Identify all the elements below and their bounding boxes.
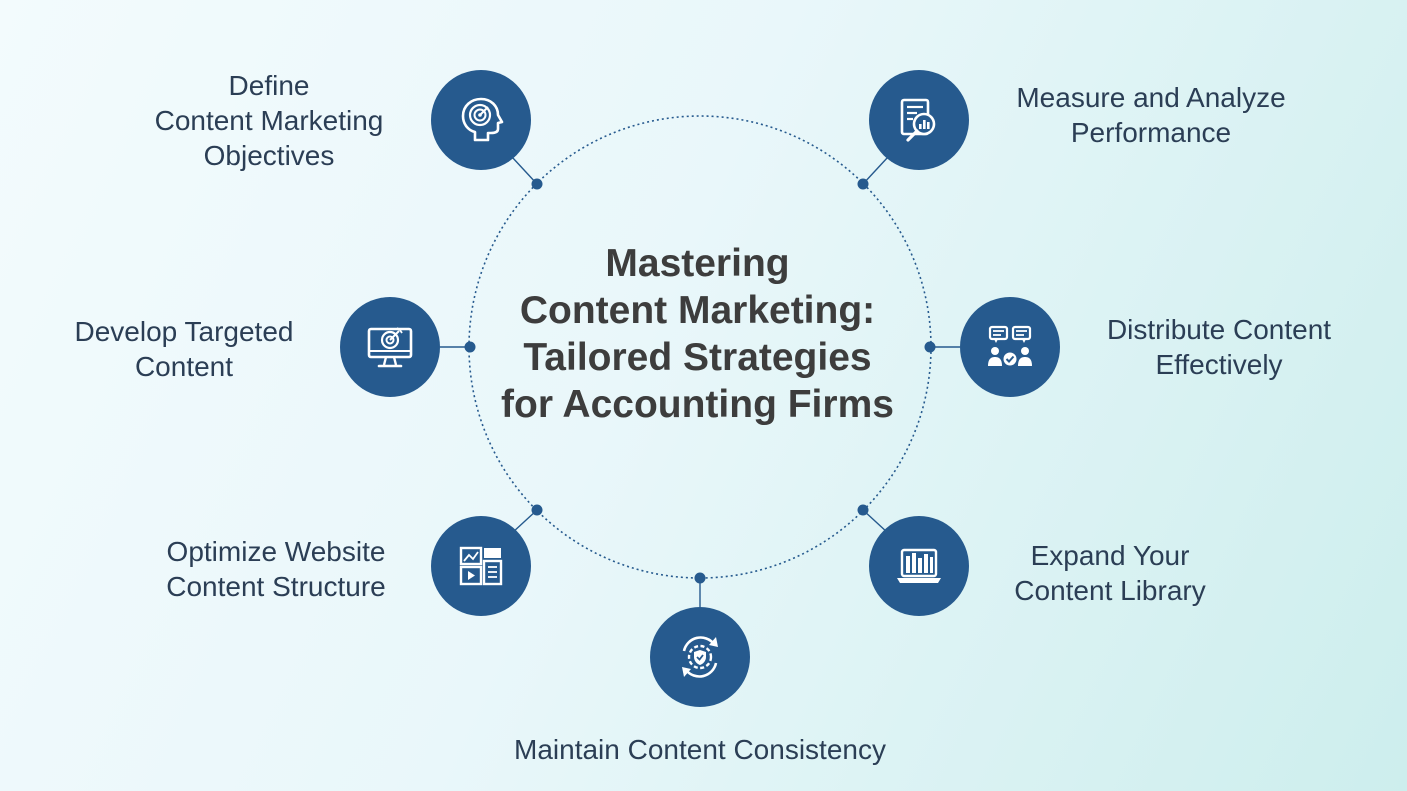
head-target-icon (461, 97, 504, 142)
title-line: for Accounting Firms (501, 383, 894, 426)
node-expand (869, 516, 969, 616)
gear-shield-cycle-icon (682, 636, 718, 678)
label-optimize: Optimize Website Content Structure (166, 536, 386, 602)
ring-dot-maintain (694, 572, 706, 584)
monitor-target-icon (367, 327, 413, 368)
title-line: Tailored Strategies (523, 336, 872, 379)
node-optimize (431, 516, 531, 616)
label-develop: Develop Targeted Content (74, 316, 294, 382)
label-expand: Expand Your Content Library (1014, 540, 1206, 606)
ring-dot-optimize (531, 504, 543, 516)
connector-measure (862, 156, 889, 185)
node-develop (340, 297, 440, 397)
node-maintain (650, 607, 750, 707)
connector-optimize (511, 509, 538, 534)
people-chat-icon (988, 325, 1032, 366)
website-layout-icon (459, 546, 503, 586)
label-define: Define Content Marketing Objectives (154, 70, 384, 171)
ring-dot-develop (464, 341, 476, 353)
ring-dot-define (531, 178, 543, 190)
node-measure (869, 70, 969, 170)
connector-define (511, 156, 538, 185)
diagram-title: Mastering Content Marketing: Tailored St… (470, 240, 925, 428)
report-analysis-icon (900, 98, 936, 142)
node-distribute (960, 297, 1060, 397)
ring-dot-measure (857, 178, 869, 190)
ring-dot-distribute (924, 341, 936, 353)
label-distribute: Distribute Content Effectively (1106, 314, 1332, 380)
node-define (431, 70, 531, 170)
ring-dot-expand (857, 504, 869, 516)
laptop-library-icon (897, 548, 941, 583)
label-measure: Measure and Analyze Performance (1016, 82, 1286, 148)
title-line: Mastering (605, 242, 790, 285)
label-maintain: Maintain Content Consistency (514, 734, 886, 765)
title-line: Content Marketing: (519, 289, 876, 332)
